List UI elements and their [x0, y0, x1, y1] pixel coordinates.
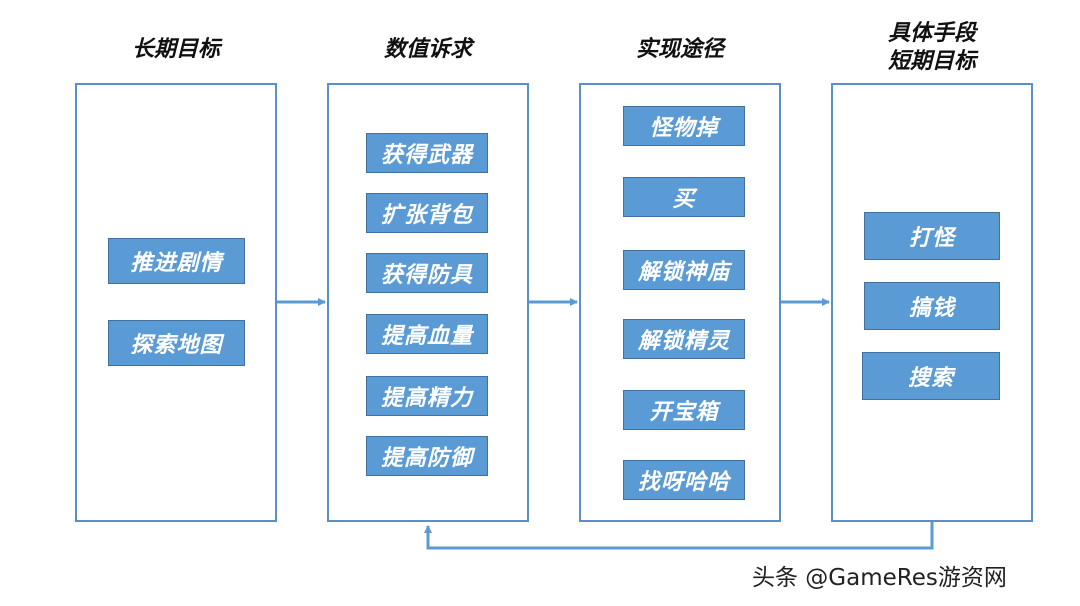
tag-unlock-spirit: 解锁精灵	[623, 319, 745, 359]
tag-unlock-shrine: 解锁神庙	[623, 250, 745, 290]
column-box-approaches	[579, 83, 781, 522]
tag-advance-story: 推进剧情	[108, 238, 245, 284]
column-title-long-term: 长期目标	[131, 37, 220, 62]
tag-monster-drop: 怪物掉	[623, 106, 745, 146]
column-title-means-short-term: 具体手段 短期目标	[887, 21, 976, 74]
tag-raise-stamina: 提高精力	[366, 376, 488, 416]
tag-fight-monsters: 打怪	[864, 212, 1000, 260]
tag-expand-bag: 扩张背包	[366, 193, 488, 233]
tag-make-money: 搞钱	[864, 282, 1000, 330]
tag-get-armor: 获得防具	[366, 253, 488, 293]
column-title-value-needs: 数值诉求	[383, 37, 472, 62]
tag-get-weapon: 获得武器	[366, 133, 488, 173]
tag-open-chest: 开宝箱	[623, 390, 745, 430]
tag-explore-map: 探索地图	[108, 320, 245, 366]
tag-search: 搜索	[862, 352, 1000, 400]
column-title-approaches: 实现途径	[635, 37, 724, 62]
tag-raise-defense: 提高防御	[366, 436, 488, 476]
tag-raise-hp: 提高血量	[366, 314, 488, 354]
arrow-feedback-loop	[424, 522, 934, 550]
column-box-long-term	[75, 83, 277, 522]
watermark: 头条 @GameRes游资网	[752, 565, 1007, 591]
tag-buy: 买	[623, 177, 745, 217]
tag-find-korok: 找呀哈哈	[623, 460, 745, 500]
